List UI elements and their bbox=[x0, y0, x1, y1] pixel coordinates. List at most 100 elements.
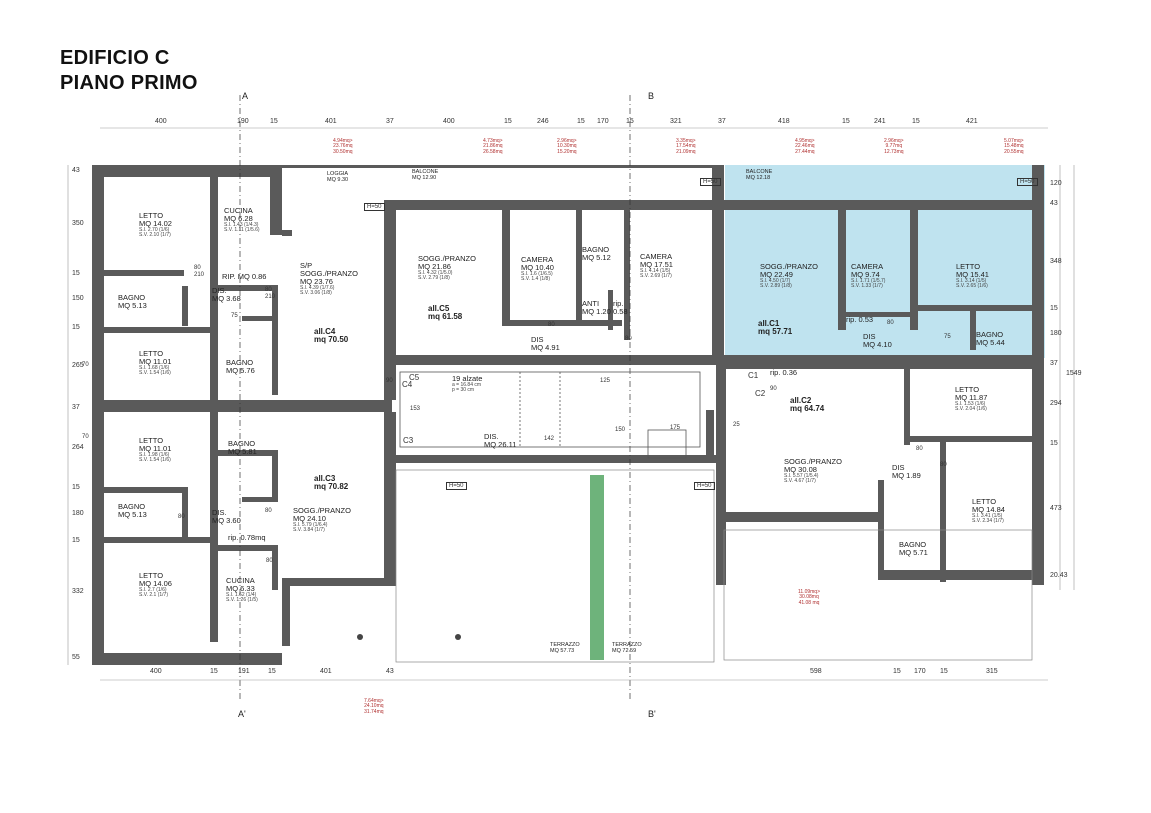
door-label: 150 bbox=[615, 427, 626, 433]
door-label: 80 bbox=[265, 287, 272, 293]
door-label: 80 bbox=[266, 558, 273, 564]
dim-right: 20.43 bbox=[1050, 572, 1068, 579]
dim-right: 37 bbox=[1050, 360, 1058, 367]
room-c3-rip: rip. 0.78mq bbox=[228, 533, 266, 542]
dim-top: 401 bbox=[325, 118, 337, 125]
door-label: 90 bbox=[770, 386, 777, 392]
room-c4-rip: RIP. MQ 0.86 bbox=[222, 272, 267, 281]
unit-c1-highlight bbox=[725, 165, 1045, 358]
dim-top: 15 bbox=[504, 118, 512, 125]
dim-right: 15 bbox=[1050, 305, 1058, 312]
room-c2-rip: rip. 0.36 bbox=[770, 368, 798, 377]
dim-top: 37 bbox=[718, 118, 726, 125]
door-label: 90 bbox=[386, 378, 393, 384]
dim-left: 55 bbox=[72, 654, 80, 661]
dim-left: 37 bbox=[72, 404, 80, 411]
dim-left: 15 bbox=[72, 484, 80, 491]
dim-bottom: 15 bbox=[268, 668, 276, 675]
door-label: 70 bbox=[82, 434, 89, 440]
dim-left: 332 bbox=[72, 588, 84, 595]
door-label: 75 bbox=[231, 313, 238, 319]
dim-bottom: 15 bbox=[940, 668, 948, 675]
axis-a-top: A bbox=[242, 91, 249, 101]
door-label: 80 bbox=[625, 336, 632, 342]
door-label: 80 bbox=[916, 446, 923, 452]
dimension-lines bbox=[67, 127, 1075, 681]
dim-left: 15 bbox=[72, 324, 80, 331]
drawing-title: EDIFICIO C bbox=[60, 47, 170, 69]
door-label: 25 bbox=[733, 422, 740, 428]
dim-top: 15 bbox=[912, 118, 920, 125]
drawing-subtitle: PIANO PRIMO bbox=[60, 72, 198, 94]
dim-top: 241 bbox=[874, 118, 886, 125]
dim-left: 264 bbox=[72, 444, 84, 451]
dim-right: 473 bbox=[1050, 505, 1062, 512]
dim-left: 15 bbox=[72, 537, 80, 544]
terrace-outline bbox=[395, 469, 1033, 663]
door-label: 153 bbox=[410, 406, 421, 412]
dim-bottom: 170 bbox=[914, 668, 926, 675]
tag-c2: C2 bbox=[755, 389, 766, 398]
door-label: 125 bbox=[600, 378, 611, 384]
room-c4-dis: DIS.MQ 3.68 bbox=[212, 286, 241, 303]
walls bbox=[92, 165, 1044, 665]
door-label: 142 bbox=[544, 436, 555, 442]
dim-left: 265 bbox=[72, 362, 84, 369]
stair-outline bbox=[399, 371, 701, 459]
dim-top: 170 bbox=[597, 118, 609, 125]
dim-right: 120 bbox=[1050, 180, 1062, 187]
door-label: 175 bbox=[670, 425, 681, 431]
axis-b-bottom: B' bbox=[648, 709, 656, 719]
dim-top: 321 bbox=[670, 118, 682, 125]
dim-bottom: 401 bbox=[320, 668, 332, 675]
door-label: 80 bbox=[887, 320, 894, 326]
room-c3-dis: DIS.MQ 3.60 bbox=[212, 508, 241, 525]
dim-right: 180 bbox=[1050, 330, 1062, 337]
tag-c3: C3 bbox=[403, 436, 414, 445]
dim-top: 400 bbox=[155, 118, 167, 125]
dim-top: 418 bbox=[778, 118, 790, 125]
dim-top: 400 bbox=[443, 118, 455, 125]
dim-left: 15 bbox=[72, 270, 80, 277]
door-label: 80 bbox=[178, 514, 185, 520]
door-label: 80 bbox=[940, 462, 947, 468]
dim-left: 350 bbox=[72, 220, 84, 227]
h50-marker: H=50 bbox=[694, 482, 715, 491]
h50-marker: H=50 bbox=[700, 178, 721, 187]
